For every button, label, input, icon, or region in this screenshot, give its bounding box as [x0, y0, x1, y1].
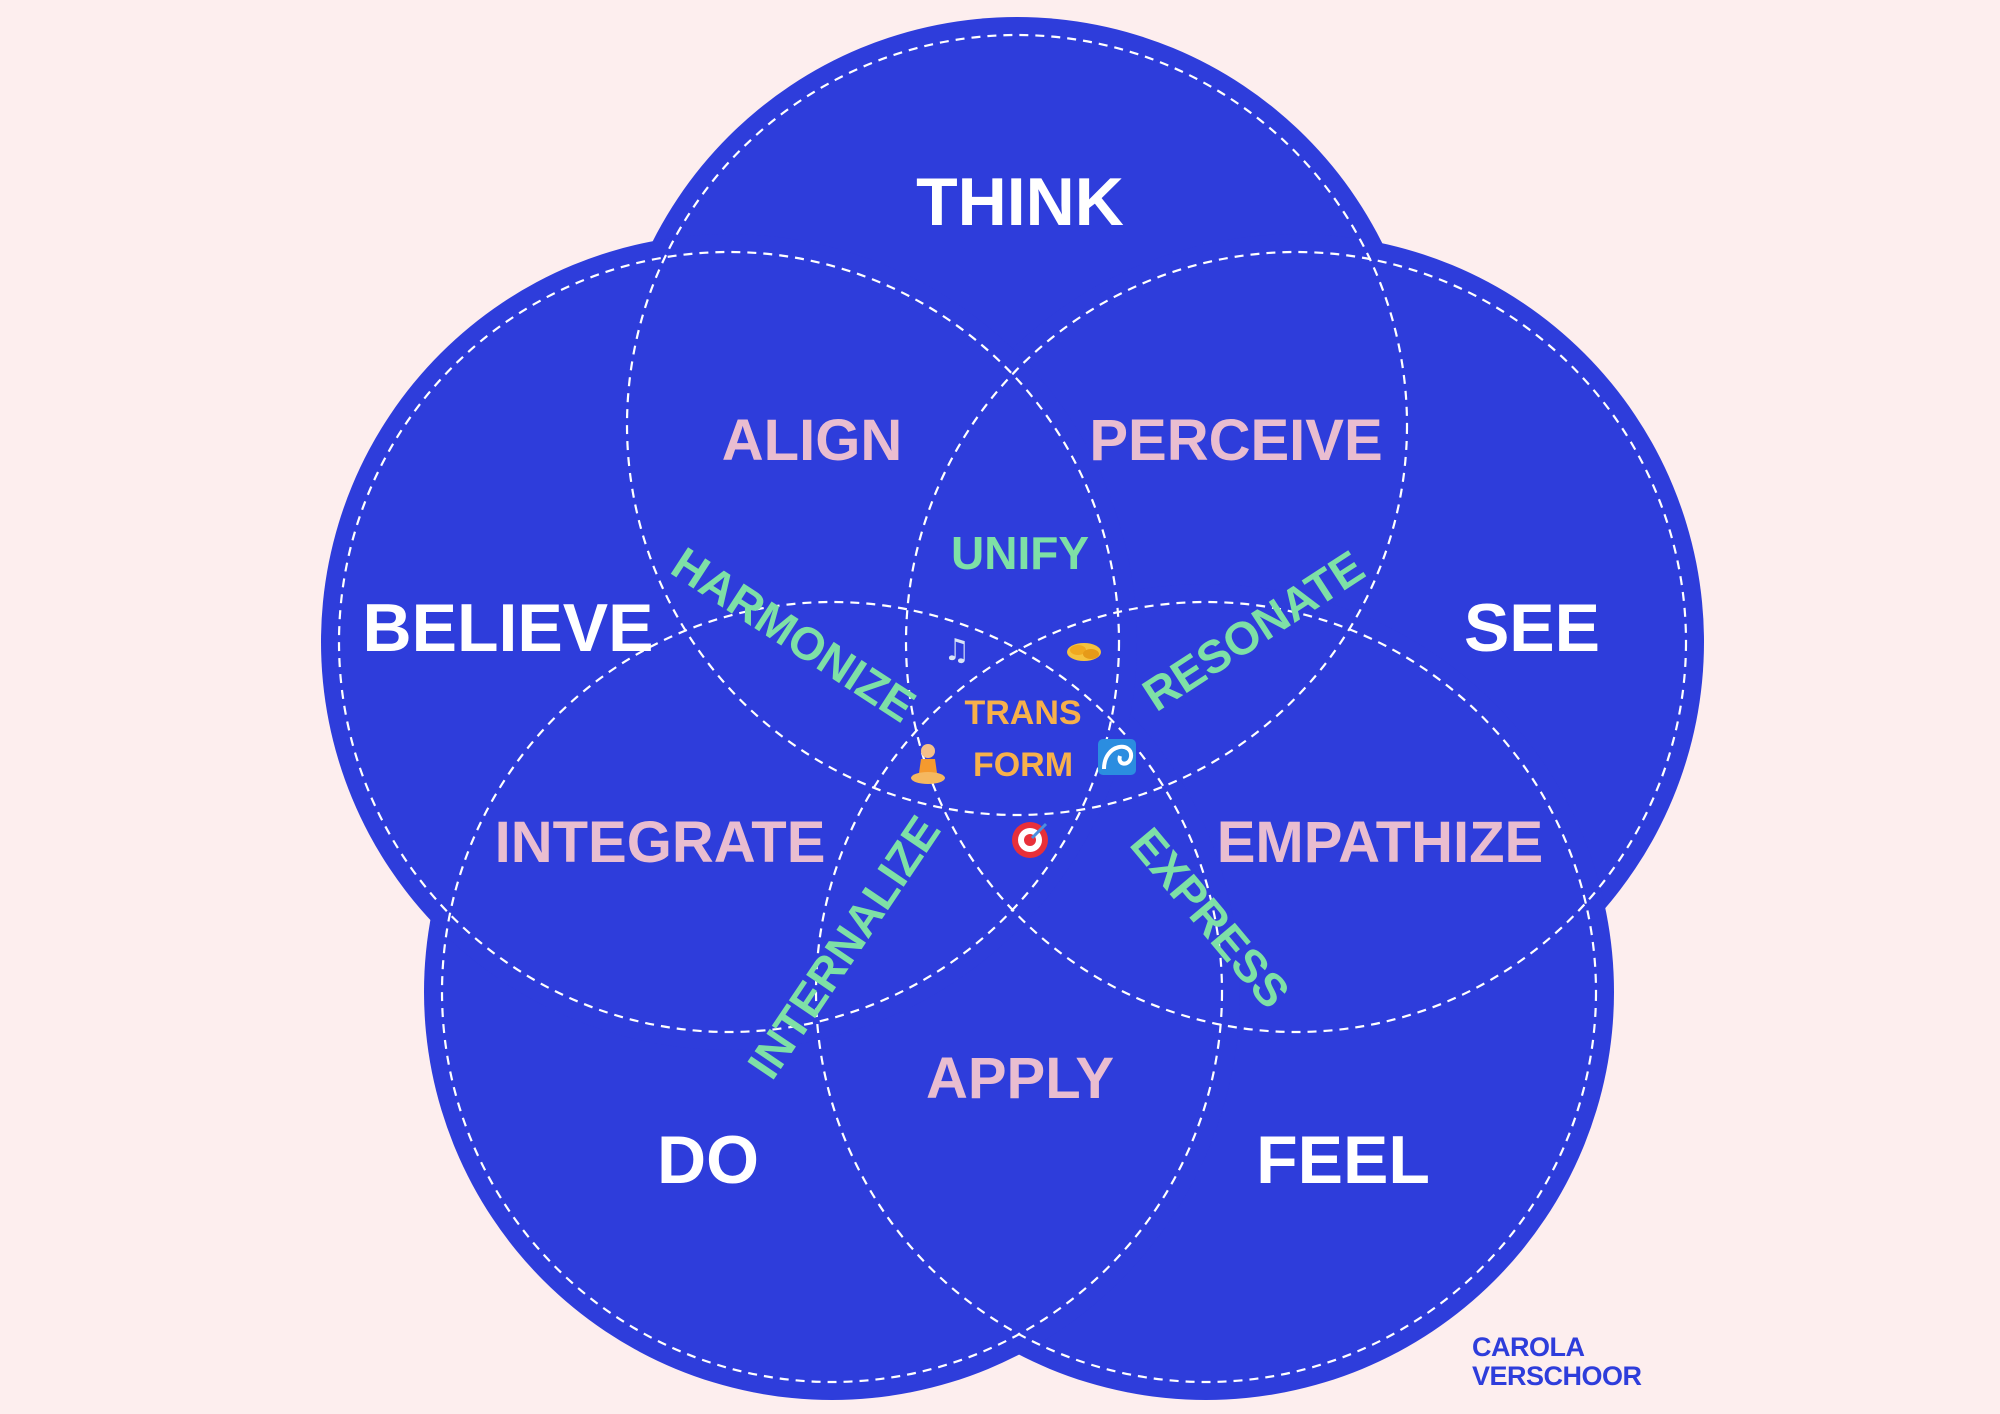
brand-line-2: VERSCHOOR [1472, 1361, 1642, 1391]
label-center-trans: TRANS [964, 694, 1081, 732]
label-apply: APPLY [926, 1046, 1114, 1111]
target-icon [1012, 822, 1048, 858]
brand-line-1: CAROLA [1472, 1332, 1585, 1362]
label-believe: BELIEVE [363, 590, 654, 666]
handshake-icon [1067, 643, 1101, 661]
circle-think-outline [625, 33, 1409, 817]
brand-logo: CAROLA VERSCHOOR [1472, 1333, 1672, 1391]
label-perceive: PERCEIVE [1089, 408, 1382, 473]
music-note-icon: ♫ [944, 633, 971, 668]
circle-feel-outline [814, 600, 1598, 1384]
circle-believe-outline [337, 250, 1121, 1034]
label-see: SEE [1464, 590, 1600, 666]
circle-see-outline [904, 250, 1688, 1034]
label-align: ALIGN [722, 408, 902, 473]
circle-believe-fill [321, 234, 1137, 1050]
circle-outlines [337, 33, 1688, 1384]
label-integrate: INTEGRATE [495, 810, 826, 875]
label-unify: UNIFY [951, 527, 1089, 579]
circle-do-outline [440, 600, 1224, 1384]
label-center-form: FORM [973, 746, 1073, 784]
circle-fills [321, 17, 1704, 1400]
label-do: DO [657, 1122, 759, 1198]
label-think: THINK [916, 164, 1124, 240]
wave-icon [1098, 739, 1136, 775]
svg-text:♫: ♫ [944, 633, 971, 668]
label-feel: FEEL [1256, 1122, 1430, 1198]
label-empathize: EMPATHIZE [1217, 810, 1544, 875]
meditation-icon [911, 744, 945, 784]
